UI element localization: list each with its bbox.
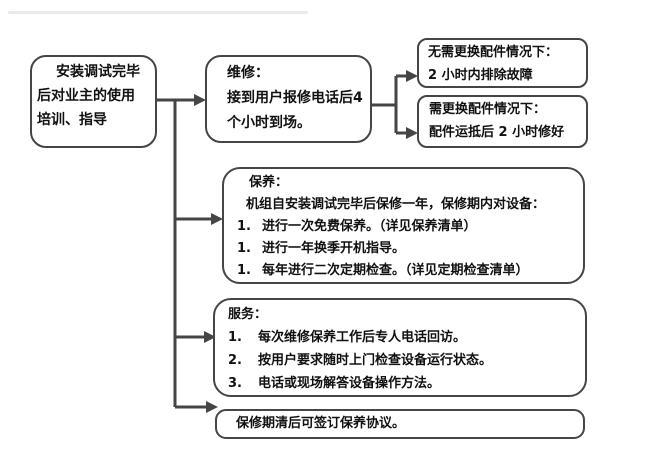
service-item-number: 3. (228, 376, 242, 391)
maintenance-item: 1. 每年进行二次定期检查。（详见定期检查清单） (237, 260, 579, 282)
service-item: 1. 每次维修保养工作后专人电话回访。 (228, 326, 581, 349)
service-item-number: 2. (228, 353, 242, 368)
arrowhead-maintenance (211, 213, 223, 225)
maintenance-item-number: 1. (237, 219, 251, 234)
service-item-text: 按用户要求随时上门检查设备运行状态。 (258, 353, 493, 368)
maintenance-item-number: 1. (237, 241, 251, 256)
service-item: 3. 电话或现场解答设备操作方法。 (228, 372, 581, 395)
maintenance-item-text: 进行一年换季开机指导。 (262, 241, 406, 256)
maintenance-item-text: 每年进行二次定期检查。（详见定期检查清单） (262, 263, 529, 278)
repair-title: 维修： (227, 65, 269, 81)
no-parts-box: 无需更换配件情况下： 2 小时内排除故障 (417, 38, 588, 88)
repair-box: 维修： 接到用户报修电话后4 个小时到场。 (205, 55, 372, 143)
service-box: 服务： 1. 每次维修保养工作后专人电话回访。 2. 按用户要求随时上门检查设备… (213, 298, 587, 397)
agreement-text: 保修期清后可签订保养协议。 (236, 416, 406, 431)
arrowhead-no-parts (406, 70, 418, 82)
maintenance-item: 1. 进行一次免费保养。（详见保养清单） (237, 216, 579, 238)
maintenance-item: 1. 进行一年换季开机指导。 (237, 238, 579, 260)
no-parts-line: 无需更换配件情况下： (428, 45, 559, 60)
maintenance-title: 保养： (249, 175, 289, 190)
arrowhead-repair (194, 94, 206, 106)
service-item-number: 1. (228, 330, 242, 345)
arrowhead-agreement (206, 401, 218, 413)
arrowhead-parts (406, 127, 418, 139)
no-parts-line: 2 小时内排除故障 (428, 68, 533, 83)
service-item-text: 每次维修保养工作后专人电话回访。 (258, 330, 467, 345)
repair-line: 接到用户报修电话后4 (227, 90, 363, 106)
training-line: 培训、指导 (37, 112, 107, 128)
training-line: 安装调试完毕 (56, 64, 140, 80)
service-item: 2. 按用户要求随时上门检查设备运行状态。 (228, 349, 581, 372)
agreement-box: 保修期清后可签订保养协议。 (215, 409, 585, 439)
maintenance-item-text: 进行一次免费保养。（详见保养清单） (262, 219, 477, 234)
parts-line: 配件运抵后 2 小时修好 (429, 125, 565, 140)
arrowhead-service (204, 331, 216, 343)
parts-line: 需更换配件情况下： (429, 102, 547, 117)
maintenance-box: 保养： 机组自安装调试完毕后保修一年，保修期内对设备： 1. 进行一次免费保养。… (222, 167, 585, 284)
scan-artifact (8, 11, 308, 14)
training-box: 安装调试完毕 后对业主的使用 培训、指导 (30, 55, 157, 148)
parts-box: 需更换配件情况下： 配件运抵后 2 小时修好 (417, 95, 588, 148)
maintenance-intro: 机组自安装调试完毕后保修一年，保修期内对设备： (246, 197, 546, 212)
service-title: 服务： (228, 307, 268, 322)
training-line: 后对业主的使用 (37, 88, 135, 104)
repair-line: 个小时到场。 (227, 115, 311, 131)
service-item-text: 电话或现场解答设备操作方法。 (258, 376, 441, 391)
maintenance-item-number: 1. (237, 263, 251, 278)
